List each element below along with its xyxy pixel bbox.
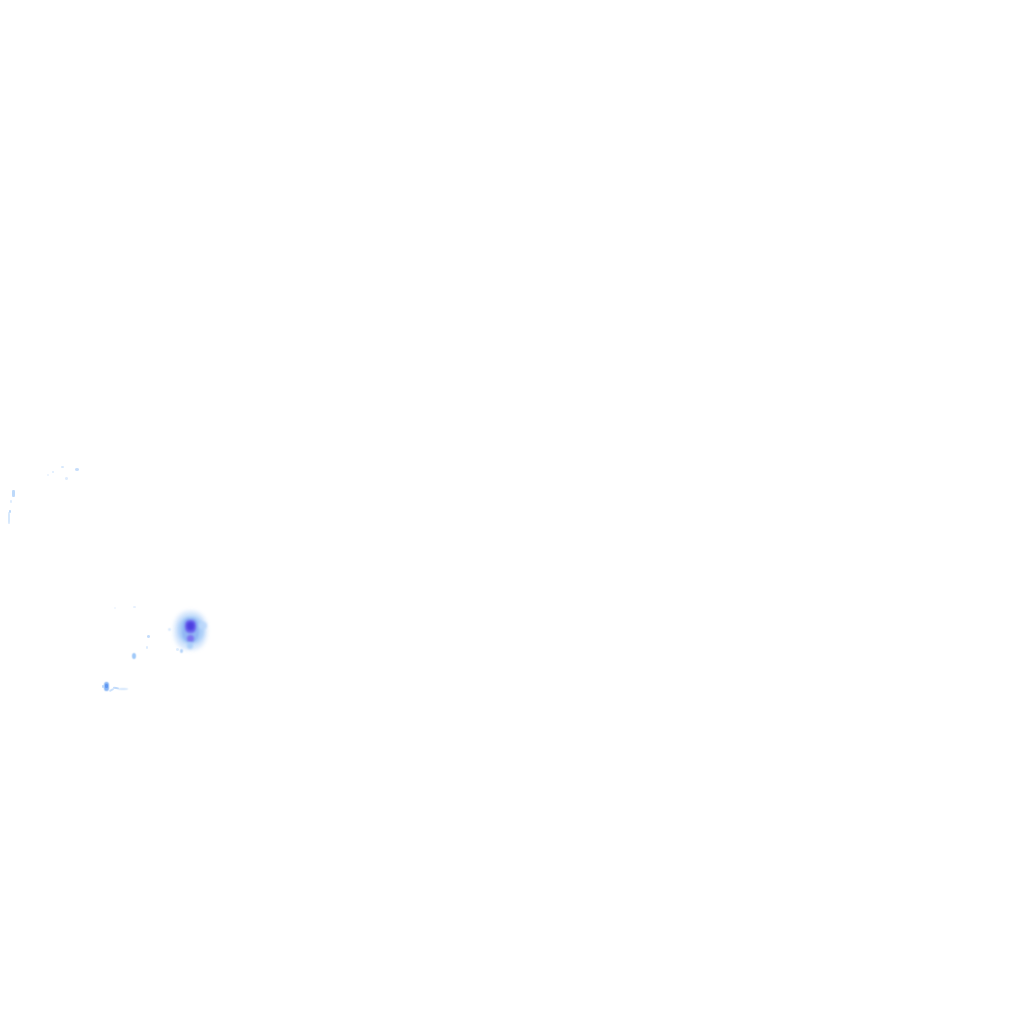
- satellite-dot-2: [146, 646, 148, 649]
- heatmap-blob-core-lower: [187, 635, 194, 642]
- faint-dot-top-1: [133, 606, 136, 608]
- squiggle-blob-nub: [102, 685, 104, 688]
- heatmap-blob-arm-right: [199, 622, 207, 629]
- left-edge-dash-1: [12, 490, 15, 497]
- heatmap-blob-core-dark: [187, 622, 194, 630]
- squiggle-blob-core: [105, 684, 108, 688]
- left-edge-dot-1: [10, 500, 12, 503]
- speck-cluster-d: [65, 477, 68, 480]
- speck-cluster-c: [75, 468, 79, 471]
- tilde-stroke-seg-3: [118, 688, 128, 690]
- satellite-dot-1: [147, 635, 150, 638]
- speck-cluster-b: [61, 466, 64, 468]
- faint-dot-top-2: [114, 607, 116, 609]
- left-edge-dash-2-cap: [9, 510, 11, 513]
- heatmap-blob-tail-bottom: [187, 642, 193, 649]
- satellite-dot-4: [176, 648, 179, 651]
- heatmap-blob-speck-below: [180, 649, 183, 653]
- speck-cluster-e: [47, 474, 49, 476]
- left-edge-dash-2: [8, 512, 10, 524]
- satellite-squiggle-dot: [132, 653, 136, 659]
- speck-cluster-a: [52, 471, 54, 473]
- heatmap-blob-speck-left: [168, 628, 171, 631]
